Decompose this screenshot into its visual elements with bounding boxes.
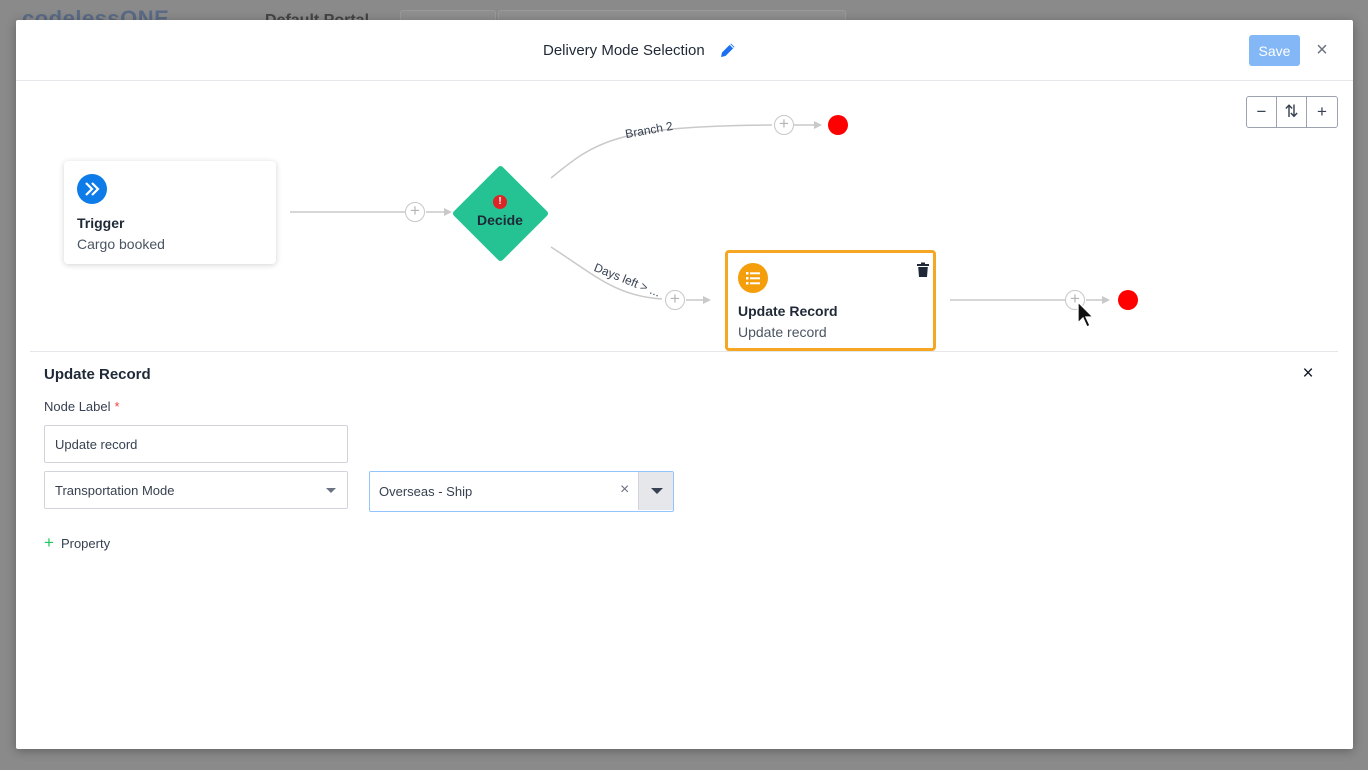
node-label-label: Node Label* xyxy=(44,399,120,414)
trash-icon[interactable] xyxy=(916,262,930,278)
reset-zoom-button[interactable]: ⇅ xyxy=(1277,97,1307,127)
zoom-out-button[interactable]: − xyxy=(1247,97,1277,127)
close-icon[interactable]: × xyxy=(1302,363,1314,384)
flow-title: Delivery Mode Selection xyxy=(543,42,705,59)
trigger-title: Trigger xyxy=(77,215,125,231)
required-mark: * xyxy=(114,399,120,414)
close-icon[interactable]: × xyxy=(1316,39,1328,61)
caret-down-icon xyxy=(326,488,336,493)
panel-title: Update Record xyxy=(44,366,151,383)
update-node-subtitle: Update record xyxy=(738,324,827,340)
double-chevron-right-icon xyxy=(77,174,107,204)
end-node-dot xyxy=(1118,290,1138,310)
caret-down-icon xyxy=(651,488,663,494)
add-property-button[interactable]: + Property xyxy=(44,533,110,553)
decide-label: Decide xyxy=(477,212,523,228)
flow-edges xyxy=(290,121,1110,304)
property-field-select[interactable]: Transportation Mode xyxy=(44,471,348,509)
update-record-node[interactable]: Update Record Update record xyxy=(725,250,936,351)
flow-editor-modal: Delivery Mode Selection Save × xyxy=(16,20,1353,749)
clear-icon[interactable]: × xyxy=(620,481,630,498)
trigger-node[interactable]: Trigger Cargo booked xyxy=(64,161,276,264)
pencil-icon[interactable] xyxy=(719,41,737,59)
property-value-text[interactable]: Overseas - Ship xyxy=(379,484,473,499)
property-value-combobox[interactable]: Overseas - Ship × xyxy=(369,471,674,512)
dropdown-toggle-button[interactable] xyxy=(638,472,673,510)
end-node-dot xyxy=(828,115,848,135)
panel-divider xyxy=(30,351,1338,352)
zoom-in-button[interactable]: + xyxy=(1317,102,1327,121)
trigger-subtitle: Cargo booked xyxy=(77,236,165,252)
flow-canvas[interactable]: − ⇅ + Trigger Cargo booked + ! Decide Br… xyxy=(16,81,1353,351)
update-node-title: Update Record xyxy=(738,303,838,319)
modal-header: Delivery Mode Selection Save × xyxy=(16,20,1353,81)
add-node-plus-icon[interactable]: + xyxy=(665,290,685,310)
list-icon xyxy=(738,263,768,293)
property-field-value: Transportation Mode xyxy=(55,483,175,498)
node-label-text: Node Label xyxy=(44,399,111,414)
zoom-controls: − ⇅ + xyxy=(1246,96,1338,128)
node-label-input[interactable] xyxy=(44,425,348,463)
mouse-cursor-icon xyxy=(1077,301,1095,328)
add-node-plus-icon[interactable]: + xyxy=(774,115,794,135)
add-property-label: Property xyxy=(60,535,111,551)
save-button[interactable]: Save xyxy=(1249,35,1300,66)
plus-icon: + xyxy=(44,533,54,552)
add-node-plus-icon[interactable]: + xyxy=(405,202,425,222)
warning-icon: ! xyxy=(493,195,507,209)
